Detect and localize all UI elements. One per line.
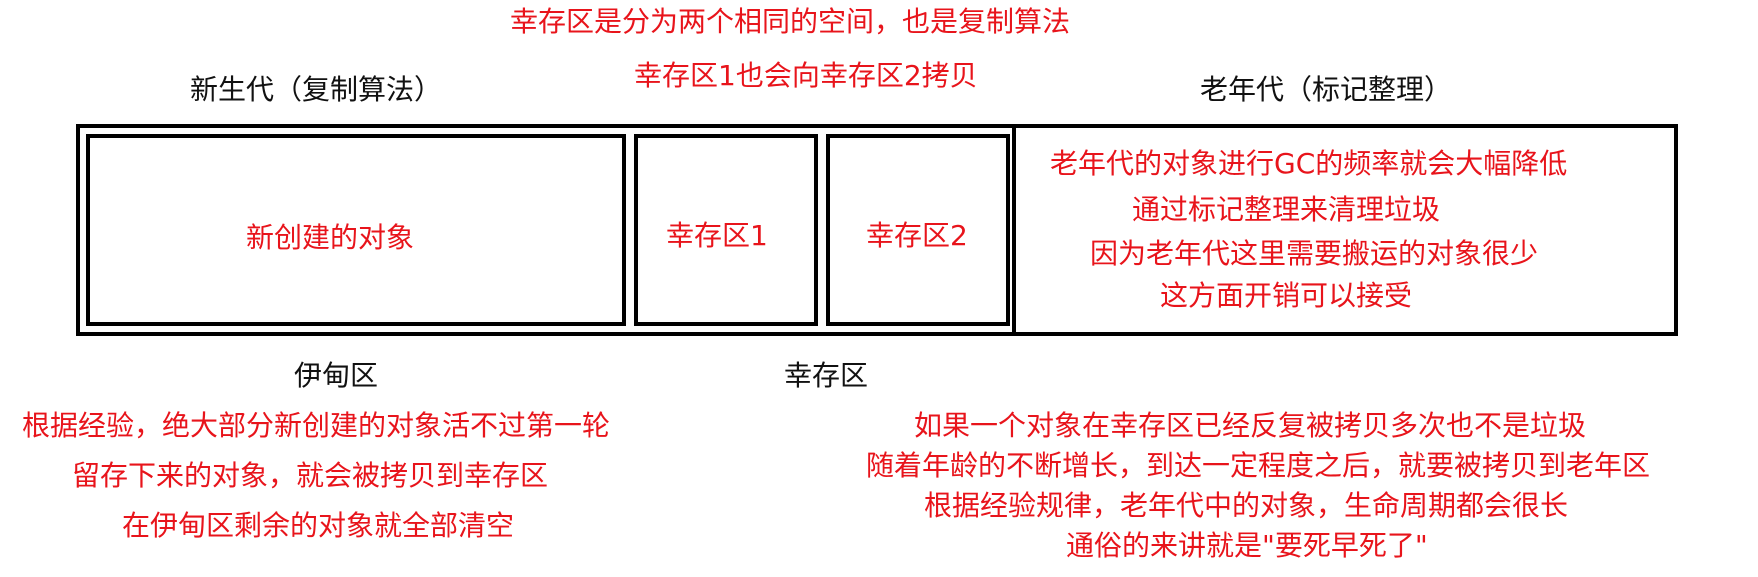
survivor2-cell [826,134,1010,326]
young-generation-header: 新生代（复制算法） [190,73,443,106]
eden-note-line: 在伊甸区剩余的对象就全部清空 [122,509,515,542]
survivor-label: 幸存区 [784,359,869,392]
survivor-note-line: 通俗的来讲就是"要死早死了" [1066,529,1428,562]
survivor-copy-note: 幸存区1也会向幸存区2拷贝 [634,59,978,92]
heap-box [76,124,1678,336]
old-note-line: 因为老年代这里需要搬运的对象很少 [1090,237,1539,270]
survivor-note-line: 如果一个对象在幸存区已经反复被拷贝多次也不是垃圾 [914,409,1587,442]
eden-cell-label: 新创建的对象 [246,221,415,254]
old-note-line: 这方面开销可以接受 [1160,279,1413,312]
survivor2-cell-label: 幸存区2 [866,219,968,252]
survivor-split-note: 幸存区是分为两个相同的空间，也是复制算法 [510,5,1071,38]
eden-label: 伊甸区 [294,359,379,392]
survivor1-cell [634,134,818,326]
survivor1-cell-label: 幸存区1 [666,219,768,252]
eden-note-line: 留存下来的对象，就会被拷贝到幸存区 [72,459,549,492]
old-generation-divider [1012,128,1016,332]
eden-note-line: 根据经验，绝大部分新创建的对象活不过第一轮 [22,409,611,442]
eden-cell [86,134,626,326]
survivor-note-line: 随着年龄的不断增长，到达一定程度之后，就要被拷贝到老年区 [866,449,1651,482]
old-note-line: 通过标记整理来清理垃圾 [1132,193,1441,226]
old-generation-header: 老年代（标记整理） [1200,73,1453,106]
survivor-note-line: 根据经验规律，老年代中的对象，生命周期都会很长 [924,489,1569,522]
old-note-line: 老年代的对象进行GC的频率就会大幅降低 [1050,147,1568,180]
